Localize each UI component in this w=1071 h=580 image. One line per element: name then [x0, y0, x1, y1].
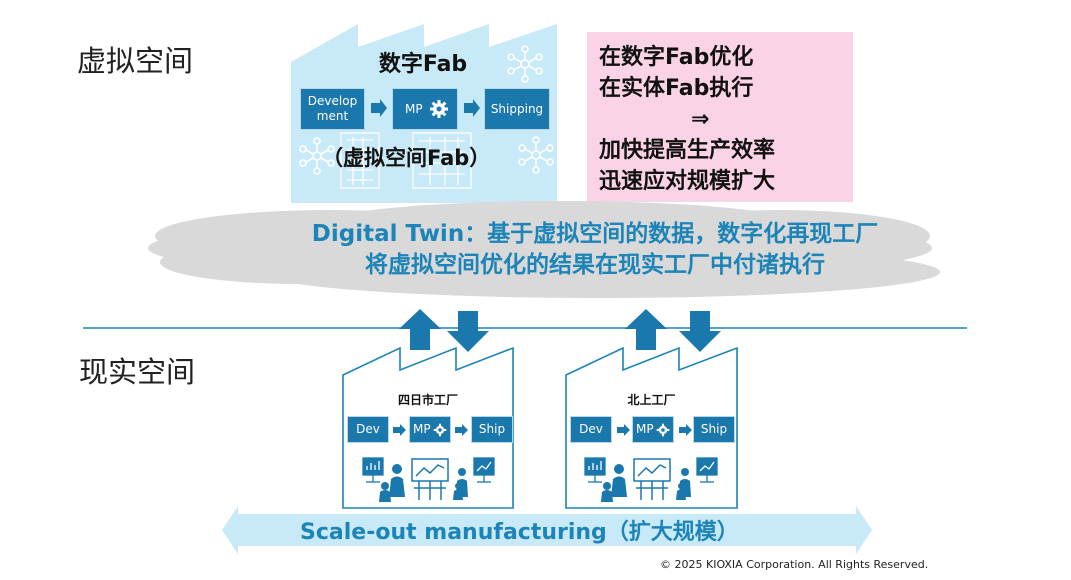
factory-step-mp: MP: [409, 416, 451, 443]
factory-step-ship: Ship: [471, 416, 513, 443]
chart-board-icon: [362, 457, 384, 483]
worker-icon: [676, 468, 691, 500]
real-space-label: 现实空间: [79, 355, 196, 389]
benefit-line-3: 加快提高生产效率: [599, 138, 776, 163]
copyright-notice: © 2025 KIOXIA Corporation. All Rights Re…: [660, 558, 929, 571]
factory-step-ship: Ship: [693, 416, 735, 443]
step-arrow: [617, 424, 630, 436]
virtual-step-development: Develop ment: [300, 88, 365, 130]
chart-board-icon: [411, 458, 449, 500]
benefit-line-4: 迅速应对规模扩大: [599, 169, 776, 194]
step-label: MP: [405, 101, 423, 116]
virtual-space-label: 虚拟空间: [77, 44, 194, 78]
gear-icon: [433, 423, 446, 436]
step-label: Develop ment: [307, 94, 358, 123]
network-node-icon: [518, 136, 554, 174]
step-arrow: [455, 424, 468, 436]
circuit-board-icon: [340, 132, 380, 189]
virtual-fab-title: 数字Fab: [378, 52, 468, 77]
step-arrow: [679, 424, 692, 436]
benefit-box: [587, 32, 853, 202]
chart-board-icon: [696, 457, 718, 483]
down-arrow-icon: [679, 311, 721, 352]
step-label: Shipping: [490, 101, 544, 116]
step-label: MP: [413, 422, 431, 436]
chart-board-icon: [584, 457, 606, 483]
step-label: Ship: [478, 422, 506, 436]
network-node-icon: [507, 45, 543, 83]
benefit-line-1: 在数字Fab优化: [599, 45, 754, 70]
factory-name: 北上工厂: [627, 393, 676, 407]
chart-board-icon: [473, 457, 495, 483]
step-arrow: [371, 99, 387, 117]
digital-twin-line-1: Digital Twin：基于虚拟空间的数据，数字化再现工厂: [311, 221, 879, 247]
chart-board-icon: [633, 458, 671, 500]
step-arrow: [393, 424, 406, 436]
down-arrow-icon: [447, 311, 489, 352]
scale-out-label: Scale-out manufacturing（扩大规模）: [300, 520, 739, 545]
up-arrow-icon: [399, 309, 441, 350]
factory-step-mp: MP: [632, 416, 674, 443]
scale-out-double-arrow: [222, 506, 872, 554]
step-label: Ship: [700, 422, 728, 436]
gear-icon: [429, 100, 448, 118]
factory-step-dev: Dev: [570, 416, 612, 443]
benefit-arrow: ⇒: [691, 107, 710, 132]
step-label: Dev: [579, 422, 603, 436]
worker-icon: [601, 464, 627, 502]
digital-twin-cloud: [148, 201, 940, 298]
virtual-step-shipping: Shipping: [484, 88, 550, 130]
factory-step-dev: Dev: [347, 416, 389, 443]
up-arrow-icon: [625, 309, 667, 350]
factory-name: 四日市工厂: [397, 393, 458, 407]
worker-icon: [453, 468, 468, 500]
network-node-icon: [299, 137, 335, 175]
digital-twin-line-2: 将虚拟空间优化的结果在现实工厂中付诸执行: [365, 252, 825, 278]
virtual-step-mp: MP: [392, 88, 458, 130]
benefit-line-2: 在实体Fab执行: [599, 76, 754, 101]
circuit-board-icon: [412, 132, 472, 189]
virtual-fab-subtitle: （虚拟空间Fab）: [322, 146, 491, 170]
step-label: Dev: [356, 422, 380, 436]
step-label: MP: [636, 422, 654, 436]
gear-icon: [656, 423, 669, 436]
worker-icon: [379, 464, 405, 502]
step-arrow: [464, 99, 480, 117]
